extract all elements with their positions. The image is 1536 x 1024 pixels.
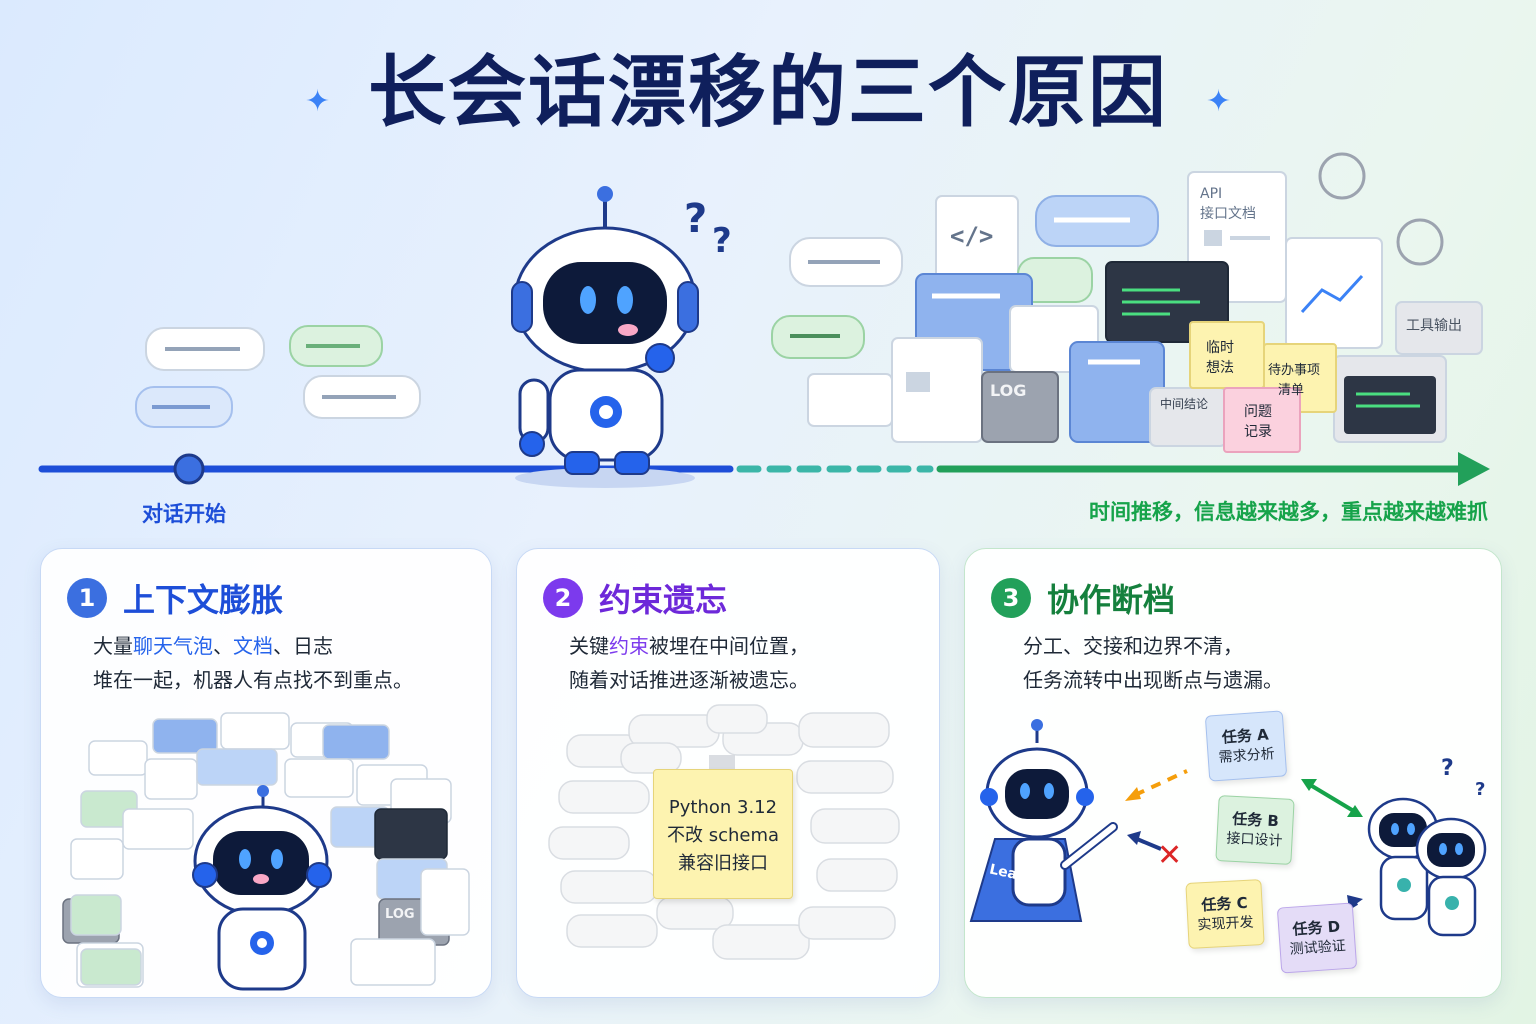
card-header: 2 约束遗忘 xyxy=(543,575,727,621)
page-title: 长会话漂移的三个原因 xyxy=(367,48,1168,138)
svg-text:?: ? xyxy=(1441,756,1454,781)
svg-text:?: ? xyxy=(712,221,732,261)
confused-robot-icon: ? ? xyxy=(511,186,732,488)
desc-text: 分工、交接和边界不清， xyxy=(1023,634,1243,658)
note-line: Python 3.12 xyxy=(668,797,778,818)
card-collaboration-gap: 3 协作断档 分工、交接和边界不清， 任务流转中出现断点与遗漏。 ✕ xyxy=(964,548,1502,998)
card-description: 大量聊天气泡、文档、日志 堆在一起，机器人有点找不到重点。 xyxy=(93,629,413,697)
timeline-illustration: ? ? xyxy=(38,152,1490,488)
sparkle-icon: ✦ xyxy=(1206,84,1232,119)
card-title: 上下文膨胀 xyxy=(123,581,284,619)
sparkle-icon: ✦ xyxy=(305,84,331,119)
card-constraint-forgetting: 2 约束遗忘 关键约束被埋在中间位置， 随着对话推进逐渐被遗忘。 Python … xyxy=(516,548,940,998)
card-description: 关键约束被埋在中间位置， 随着对话推进逐渐被遗忘。 xyxy=(569,629,809,697)
card-description: 分工、交接和边界不清， 任务流转中出现断点与遗漏。 xyxy=(1023,629,1283,697)
task-name: 任务 A xyxy=(1221,725,1270,747)
desc-text: 关键 xyxy=(569,634,609,658)
task-name: 任务 C xyxy=(1200,893,1249,915)
note-mid-label: 中间结论 xyxy=(1160,396,1208,411)
note-issue-label-2: 记录 xyxy=(1244,424,1272,440)
desc-text: 堆在一起，机器人有点找不到重点。 xyxy=(93,668,413,692)
desc-text: 大量 xyxy=(93,634,133,658)
timeline-end-label: 时间推移，信息越来越多，重点越来越难抓 xyxy=(1089,500,1488,524)
desc-text: 、日志 xyxy=(273,634,333,658)
task-card-b: 任务 B 接口设计 xyxy=(1215,795,1295,865)
note-issue-label: 问题 xyxy=(1244,404,1272,420)
svg-text:✕: ✕ xyxy=(1157,838,1182,873)
worker-robot-icon xyxy=(1367,797,1439,921)
code-symbol: </> xyxy=(950,222,993,250)
api-doc-label: API xyxy=(1200,186,1222,202)
desc-highlight: 聊天气泡 xyxy=(133,634,213,658)
task-name: 任务 D xyxy=(1291,917,1341,939)
task-desc: 测试验证 xyxy=(1289,938,1347,958)
tool-output-label: 工具输出 xyxy=(1406,318,1462,334)
desc-text: 任务流转中出现断点与遗漏。 xyxy=(1023,668,1283,692)
note-todo-label-2: 清单 xyxy=(1278,383,1304,398)
card-title: 约束遗忘 xyxy=(599,581,728,619)
note-temp-label: 临时 xyxy=(1206,340,1234,356)
task-card-d: 任务 D 测试验证 xyxy=(1276,902,1358,974)
desc-text: 、 xyxy=(213,634,233,658)
task-desc: 接口设计 xyxy=(1226,830,1283,850)
desc-text: 被埋在中间位置， xyxy=(649,634,809,658)
chat-bubbles-small xyxy=(135,325,421,428)
leader-robot-icon xyxy=(969,719,1118,922)
task-desc: 需求分析 xyxy=(1218,746,1276,766)
note-temp-label-2: 想法 xyxy=(1206,360,1234,376)
card-title: 协作断档 xyxy=(1047,581,1176,619)
log-label: LOG xyxy=(385,907,415,922)
task-desc: 实现开发 xyxy=(1197,914,1254,934)
svg-text:?: ? xyxy=(1475,779,1485,800)
task-name: 任务 B xyxy=(1231,809,1280,831)
desc-highlight: 文档 xyxy=(233,634,273,658)
note-line: 兼容旧接口 xyxy=(678,853,768,874)
card-number: 1 xyxy=(67,578,107,618)
svg-text:?: ? xyxy=(684,196,707,242)
log-label: LOG xyxy=(990,381,1026,400)
information-clutter xyxy=(771,152,1483,453)
task-card-a: 任务 A 需求分析 xyxy=(1204,710,1288,782)
card-number: 3 xyxy=(991,578,1031,618)
crying-robot-icon xyxy=(192,785,332,991)
card-context-bloat: 1 上下文膨胀 大量聊天气泡、文档、日志 堆在一起，机器人有点找不到重点。 xyxy=(40,548,492,998)
desc-text: 随着对话推进逐渐被遗忘。 xyxy=(569,668,809,692)
constraint-sticky-note: Python 3.12 不改 schema 兼容旧接口 xyxy=(653,769,793,899)
note-line: 不改 schema xyxy=(666,825,780,846)
card-number: 2 xyxy=(543,578,583,618)
api-doc-label-2: 接口文档 xyxy=(1200,205,1256,222)
timeline-start-label: 对话开始 xyxy=(142,502,226,526)
worker-robot-icon xyxy=(1415,817,1487,937)
desc-highlight: 约束 xyxy=(609,634,649,658)
note-todo-label: 待办事项 xyxy=(1268,363,1320,378)
timeline-line xyxy=(38,452,1490,486)
faded-bubbles-illustration xyxy=(548,704,900,960)
task-card-c: 任务 C 实现开发 xyxy=(1185,879,1265,949)
overwhelmed-robot-illustration xyxy=(62,712,470,991)
card-header: 1 上下文膨胀 xyxy=(67,575,283,621)
card-header: 3 协作断档 xyxy=(991,575,1175,621)
